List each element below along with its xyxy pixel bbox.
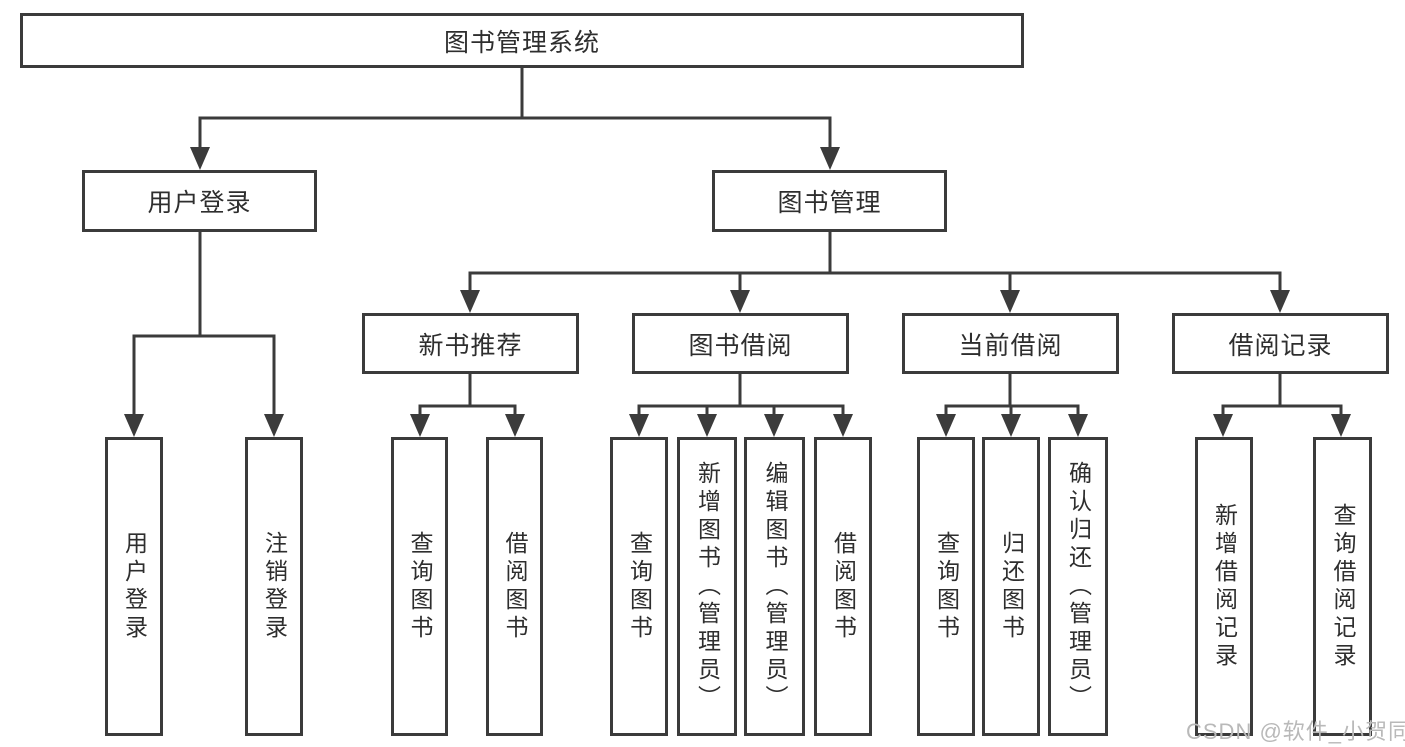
leaf-cb-return-books: 归还图书: [982, 437, 1040, 736]
leaf-cb-confirm-return-admin: 确认归还（管理员）: [1048, 437, 1108, 736]
node-book-management: 图书管理: [712, 170, 947, 232]
node-root: 图书管理系统: [20, 13, 1024, 68]
node-new-book-recommend: 新书推荐: [362, 313, 579, 374]
arrowheads: [124, 147, 1351, 437]
node-book-borrow: 图书借阅: [632, 313, 849, 374]
leaf-bb-edit-books-admin: 编辑图书（管理员）: [744, 437, 805, 736]
leaf-nb-borrow-books: 借阅图书: [486, 437, 543, 736]
leaf-cb-query-books: 查询图书: [917, 437, 975, 736]
node-user-login: 用户登录: [82, 170, 317, 232]
csdn-watermark: CSDN @软件_小贺同学: [1186, 719, 1405, 744]
leaf-br-query-record: 查询借阅记录: [1313, 437, 1372, 736]
leaf-bb-borrow-books: 借阅图书: [814, 437, 872, 736]
connector-wires: [132, 67, 1343, 419]
leaf-nb-query-books: 查询图书: [391, 437, 448, 736]
node-borrow-records: 借阅记录: [1172, 313, 1389, 374]
node-current-borrow: 当前借阅: [902, 313, 1119, 374]
leaf-br-add-record: 新增借阅记录: [1195, 437, 1253, 736]
leaf-bb-query-books: 查询图书: [610, 437, 668, 736]
leaf-bb-add-books-admin: 新增图书（管理员）: [677, 437, 737, 736]
leaf-user-login: 用户登录: [105, 437, 163, 736]
leaf-logout: 注销登录: [245, 437, 303, 736]
